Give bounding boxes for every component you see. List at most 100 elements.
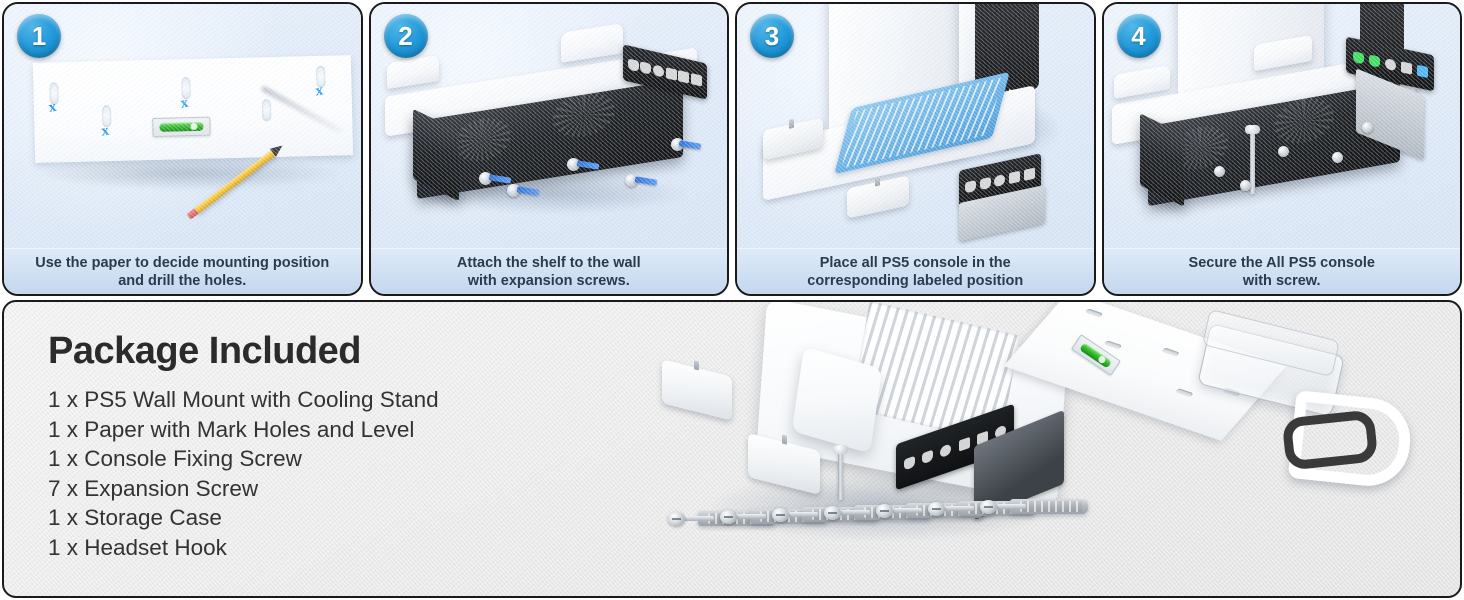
screw-hole [1239,180,1251,191]
console-cradle-left [1113,65,1170,99]
cooling-fan-grill [1273,93,1334,148]
ps5-console-rear [1005,4,1039,90]
fan-icon [690,72,702,87]
screw-hole [1331,152,1343,163]
controller-charge-icon [903,455,915,471]
step-number-badge-2: 2 [383,14,428,58]
screw-shaft [892,508,922,513]
step-panel-3: 3 Place all PS5 console in the correspon… [735,2,1096,296]
screw-head [1244,125,1260,134]
step-caption-2: Attach the shelf to the wall with expans… [370,248,727,294]
step-caption-3: Place all PS5 console in the correspondi… [737,248,1094,294]
step-caption-2-text: Attach the shelf to the wall with expans… [456,254,641,289]
screw-shaft [944,506,974,511]
expansion-screw-head [478,172,492,185]
power-icon [994,173,1006,187]
controller-dock-left [662,359,732,421]
step-number-badge-1: 1 [17,14,61,58]
power-icon [652,63,664,78]
fan-icon [1416,64,1427,78]
console-fixing-screw [1244,125,1260,194]
expansion-screw-head [624,174,638,187]
expansion-screw [980,498,1090,518]
wall-anchor [1010,499,1088,514]
step-panel-2: 2 Attach the shelf to the wall with expa… [368,2,729,296]
step-caption-1-text: Use the paper to decide mounting positio… [35,254,330,289]
screw-head [772,508,789,522]
dock-charging-pin [789,118,794,129]
console-cradle-left [386,54,439,90]
screw-hole [1361,122,1373,133]
screw-shaft [684,516,714,521]
usb-port-icon [1009,170,1021,184]
usb-port-icon [958,436,970,452]
usb-port-icon [1400,60,1411,75]
screw-hole [1277,146,1289,157]
power-icon [940,442,952,458]
screw-head [824,506,841,520]
controller-charge-indicator [1352,50,1363,64]
step-number-badge-4: 4 [1116,14,1161,58]
step-caption-3-text: Place all PS5 console in the correspondi… [807,254,1024,289]
template-slot [1103,340,1123,350]
step-4-illustration [1103,4,1460,248]
screw-head [720,510,737,524]
package-item: 1 x Console Fixing Screw [48,446,302,471]
expansion-screw-head [506,184,520,197]
step-panel-4: 4 Secure the All PS5 console with screw. [1101,2,1462,296]
package-item: 1 x Storage Case [48,505,222,530]
controller-charge-icon [639,60,651,75]
dock-charging-pin [694,360,699,371]
cooling-fan-grill [452,114,511,166]
package-item: 1 x Paper with Mark Holes and Level [48,416,415,442]
package-items-list: 1 x PS5 Wall Mount with Cooling Stand 1 … [48,385,439,562]
screw-shaft [788,512,818,517]
package-item: 1 x PS5 Wall Mount with Cooling Stand [48,387,439,412]
screw-head [668,512,685,526]
dock-charging-pin [875,176,880,187]
screw-shaft [840,510,870,515]
template-slot [1175,388,1194,398]
package-item: 1 x Headset Hook [48,534,227,560]
screw-hole [1213,166,1225,177]
package-included-panel: Package Included 1 x PS5 Wall Mount with… [2,300,1462,598]
controller-charge-icon [979,176,991,190]
step-panel-1: x x x x [2,2,363,296]
screw-head [876,504,893,518]
package-contents-photo [644,302,1460,596]
step-caption-1: Use the paper to decide mounting positio… [4,248,361,294]
package-title: Package Included [48,330,362,372]
screw-head [928,502,945,516]
step-2-illustration [370,4,727,248]
step-1-illustration: x x x x [4,4,361,248]
step-3-illustration [737,4,1094,248]
steps-row: x x x x [0,0,1464,296]
step-number-badge-3: 3 [750,14,794,58]
controller-charge-indicator [1368,53,1379,68]
controller-charge-icon [921,449,933,464]
screw-shaft [996,504,1026,509]
screw-shaft [736,514,766,519]
power-icon [1384,57,1395,71]
console-fixing-screw [833,445,848,500]
package-item: 7 x Expansion Screw [48,475,259,501]
usb-port-icon [677,69,689,84]
template-slot [1161,347,1180,357]
controller-dock-right [847,175,909,219]
step-caption-4-text: Secure the All PS5 console with screw. [1188,254,1375,289]
screw-head [833,445,848,454]
console-cradle-right [560,23,623,63]
keyhole-slot-target [261,99,272,122]
dock-charging-pin [782,434,787,445]
step-caption-4: Secure the All PS5 console with screw. [1103,248,1460,294]
template-slot [1084,308,1104,318]
package-text-block: Package Included 1 x PS5 Wall Mount with… [48,330,439,562]
bubble-level-indicator [152,116,211,137]
controller-charge-icon [964,179,976,193]
controller-charge-icon [627,57,639,72]
pencil-eraser [186,208,199,220]
usb-port-icon [665,66,677,81]
screw-head [980,500,997,514]
headset-hook-padding [1281,409,1379,471]
